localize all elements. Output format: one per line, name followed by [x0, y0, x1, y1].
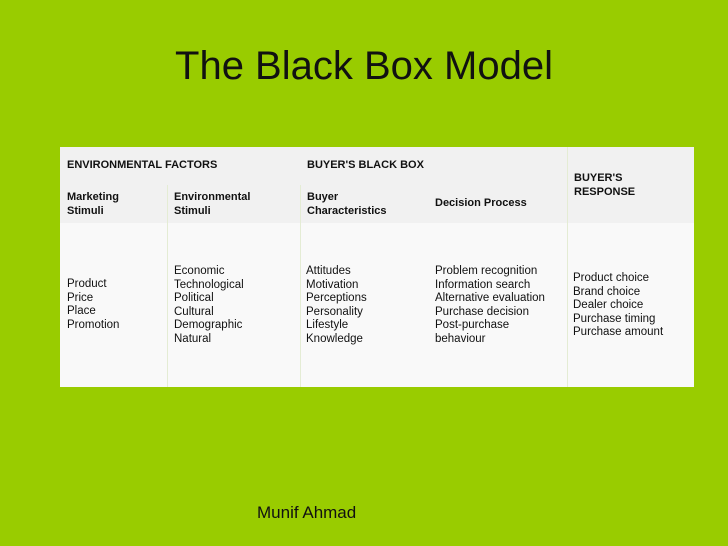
- author-name: Munif Ahmad: [257, 503, 357, 522]
- col-buyer-characteristics: Buyer Characteristics: [300, 185, 429, 223]
- group-buyers-black-box: BUYER'S BLACK BOX: [300, 147, 567, 185]
- list-item: Knowledge: [306, 332, 363, 345]
- list-item: Purchase amount: [573, 326, 664, 339]
- list-item: Price: [67, 291, 94, 304]
- list-item: Attitudes: [306, 265, 351, 277]
- list-item: Economic: [174, 265, 225, 277]
- slide-title: The Black Box Model: [175, 44, 553, 88]
- col-decision-process: Decision Process: [429, 185, 567, 223]
- decision-process-list: Problem recognition Information search A…: [435, 265, 545, 347]
- group-buyers-response: BUYER'S RESPONSE: [567, 147, 694, 223]
- group-environmental-factors: ENVIRONMENTAL FACTORS: [60, 147, 300, 185]
- list-item: Demographic: [174, 319, 243, 332]
- list-item: Political: [174, 292, 214, 305]
- list-item: Cultural: [174, 305, 214, 318]
- marketing-stimuli-list: Product Price Place Promotion: [67, 278, 119, 332]
- list-item: Motivation: [306, 278, 359, 291]
- list-item: Brand choice: [573, 285, 641, 298]
- environmental-stimuli-list: Economic Technological Political Cultura…: [174, 265, 244, 347]
- list-item: Purchase timing: [573, 312, 656, 325]
- col-marketing-stimuli: Marketing Stimuli: [60, 185, 167, 223]
- list-item: Product: [67, 278, 107, 290]
- list-item: Information search: [435, 278, 531, 291]
- list-item: Perceptions: [306, 292, 367, 305]
- list-item: Personality: [306, 305, 363, 318]
- list-item: Natural: [174, 332, 212, 345]
- list-item: Problem recognition: [435, 265, 538, 277]
- list-item: Technological: [174, 278, 244, 291]
- list-item: Lifestyle: [306, 319, 349, 332]
- buyer-characteristics-list: Attitudes Motivation Perceptions Persona…: [306, 265, 367, 347]
- list-item: Alternative evaluation: [435, 292, 545, 305]
- list-item: Product choice: [573, 272, 650, 284]
- list-item: Place: [67, 305, 96, 318]
- buyers-response-list: Product choice Brand choice Dealer choic…: [573, 272, 663, 340]
- list-item: Purchase decision: [435, 305, 529, 318]
- list-item: Post-purchase: [435, 319, 510, 332]
- list-item: Dealer choice: [573, 299, 644, 312]
- black-box-table: ENVIRONMENTAL FACTORS BUYER'S BLACK BOX …: [60, 147, 694, 387]
- list-item: Promotion: [67, 318, 120, 331]
- col-environmental-stimuli: Environmental Stimuli: [167, 185, 300, 223]
- list-item: behaviour: [435, 332, 486, 345]
